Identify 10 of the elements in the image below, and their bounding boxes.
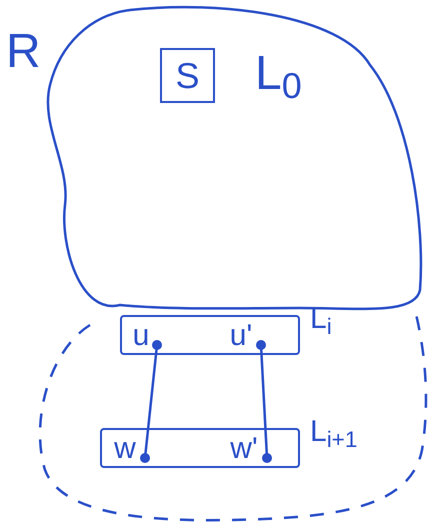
edge-line — [140, 340, 162, 463]
vertex-label: w' — [226, 432, 262, 466]
layer-label: L$_{i+1}$ — [310, 414, 358, 450]
edge-line — [256, 340, 272, 463]
start-box: S — [160, 48, 215, 103]
vertex-label: w — [110, 432, 140, 466]
graph-label: R — [6, 28, 41, 76]
vertex-label: u' — [226, 319, 256, 353]
vertex-label: u — [130, 319, 152, 353]
region-label: L$_{0}$ — [255, 50, 302, 98]
